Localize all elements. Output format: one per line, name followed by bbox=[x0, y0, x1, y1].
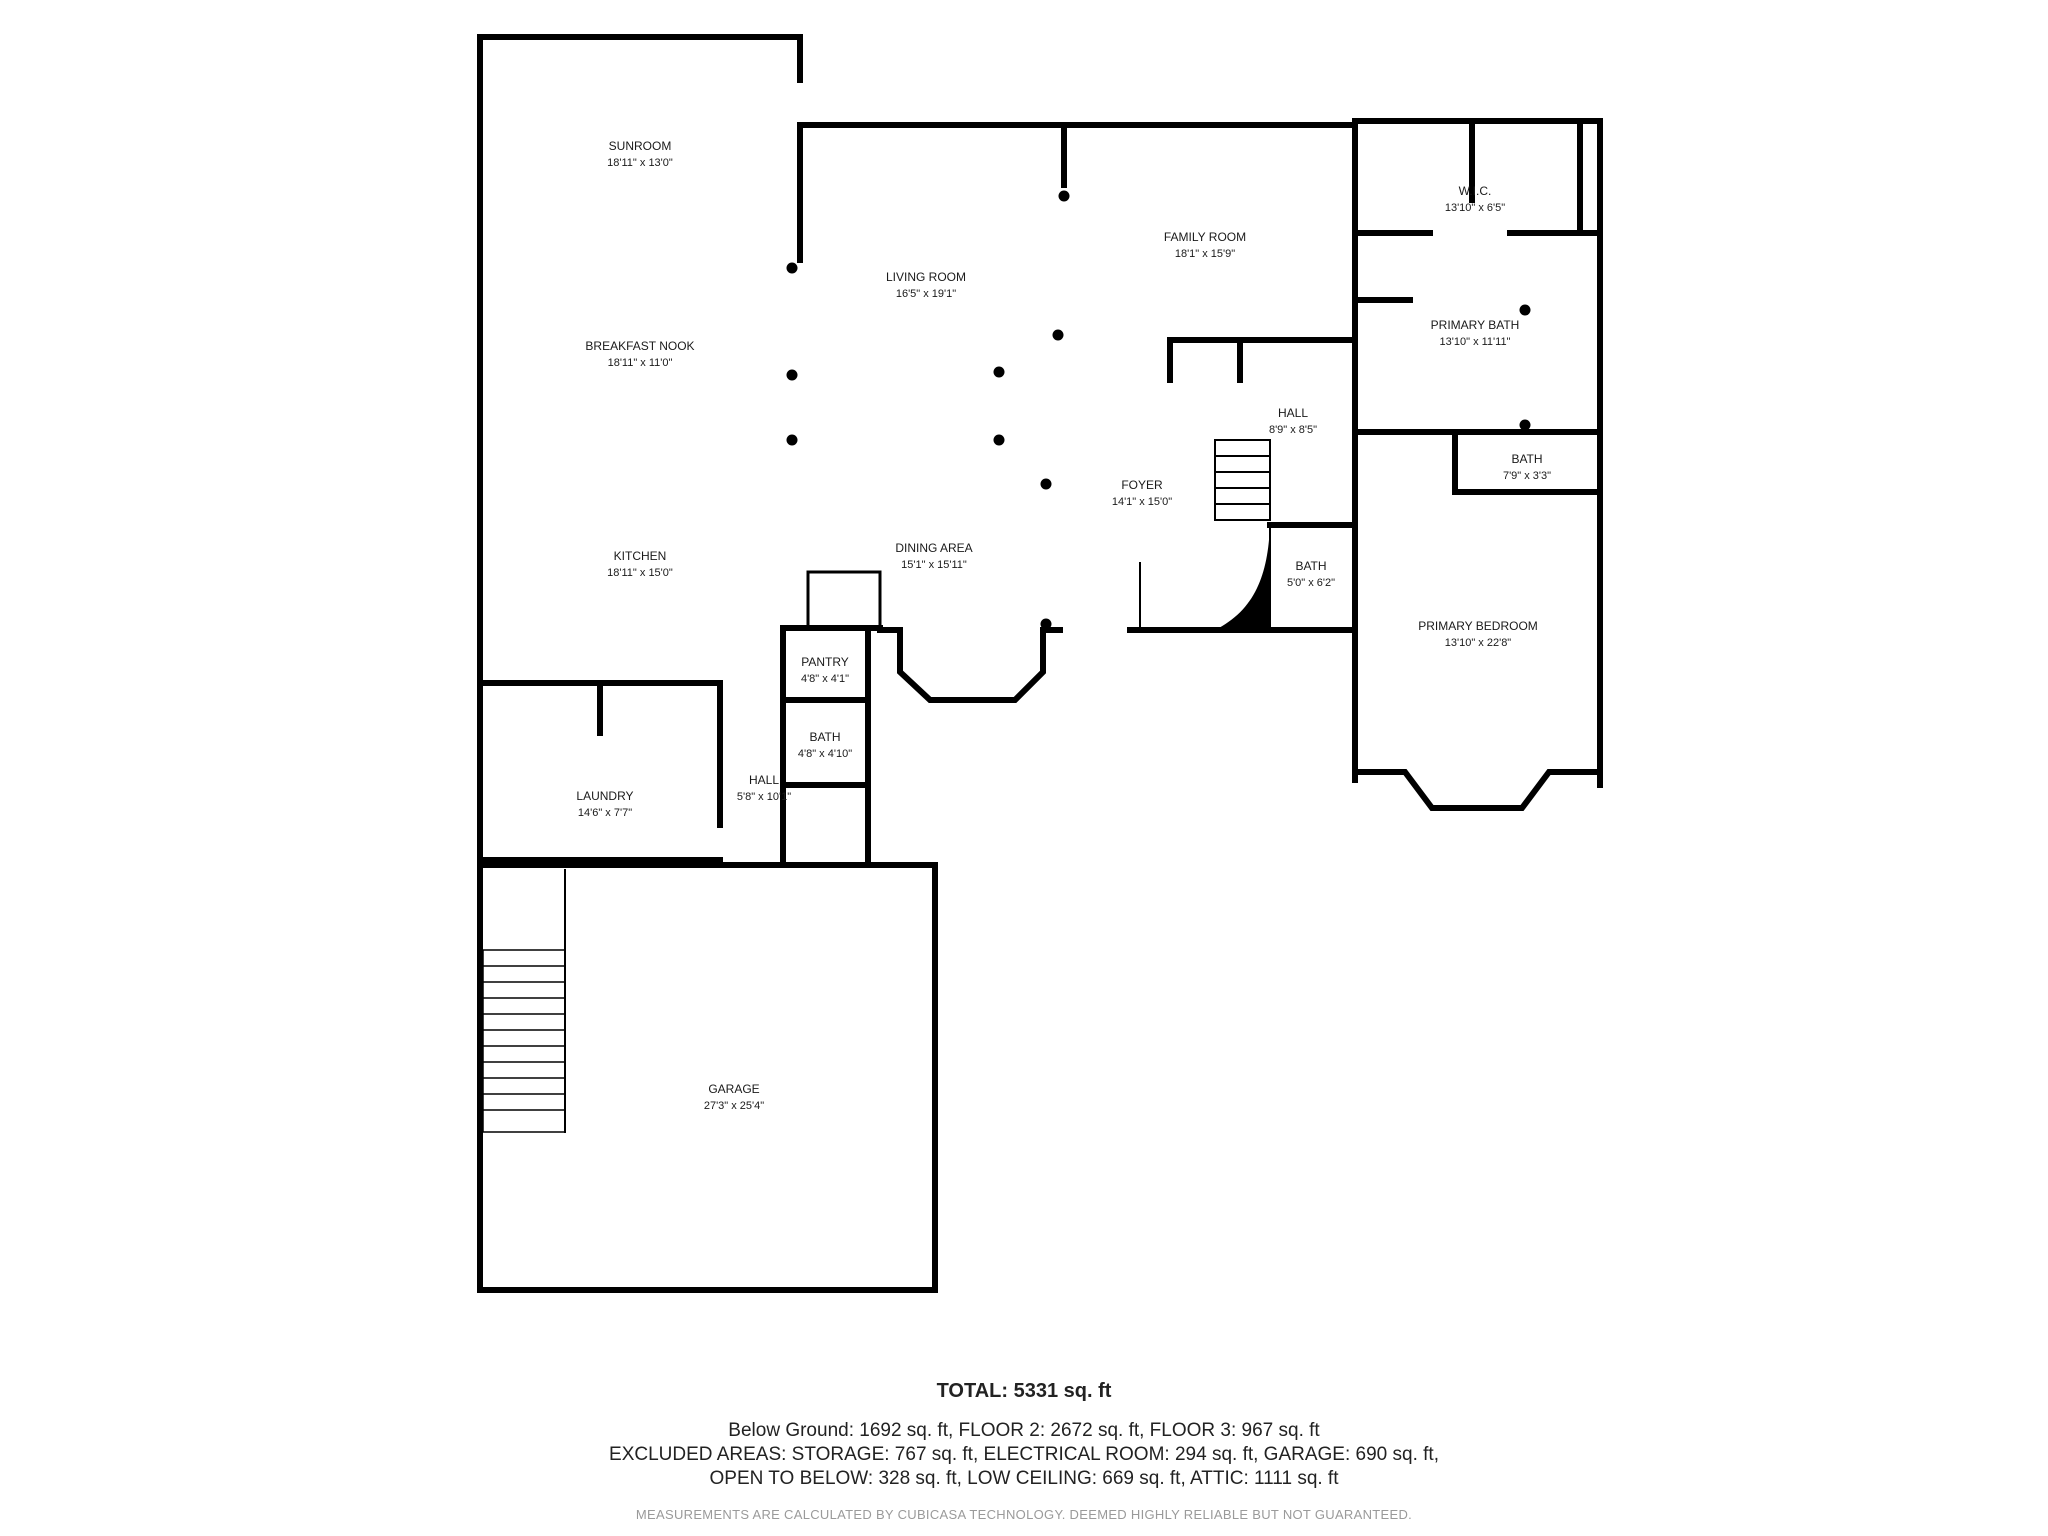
bath-hall-dims: 4'8" x 4'10" bbox=[798, 748, 852, 760]
primary-bedroom-dims: 13'10" x 22'8" bbox=[1445, 637, 1512, 649]
bath-small-name: BATH bbox=[1511, 452, 1542, 466]
kitchen-dims: 18'11" x 15'0" bbox=[607, 567, 673, 579]
foyer-name: FOYER bbox=[1121, 478, 1163, 492]
stair-landing bbox=[1215, 525, 1270, 630]
walls bbox=[477, 34, 1603, 1293]
breakfast-nook-name: BREAKFAST NOOK bbox=[585, 339, 694, 353]
wic-name: W.I.C. bbox=[1459, 184, 1492, 198]
bath-small-dims: 7'9" x 3'3" bbox=[1503, 470, 1551, 482]
primary-bath-dims: 13'10" x 11'11" bbox=[1440, 336, 1511, 348]
family-room-name: FAMILY ROOM bbox=[1164, 230, 1246, 244]
laundry-name: LAUNDRY bbox=[576, 789, 633, 803]
pantry-name: PANTRY bbox=[801, 655, 849, 669]
disclaimer: MEASUREMENTS ARE CALCULATED BY CUBICASA … bbox=[635, 1507, 1413, 1522]
sunroom-name: SUNROOM bbox=[609, 139, 672, 153]
area-breakdown-line-2: EXCLUDED AREAS: STORAGE: 767 sq. ft, ELE… bbox=[609, 1444, 1439, 1465]
kitchen-name: KITCHEN bbox=[614, 549, 667, 563]
hall-upper-name: HALL bbox=[1278, 406, 1308, 420]
primary-bedroom-name: PRIMARY BEDROOM bbox=[1418, 619, 1538, 633]
living-room-name: LIVING ROOM bbox=[886, 270, 966, 284]
family-room-dims: 18'1" x 15'9" bbox=[1175, 248, 1235, 260]
wic-dims: 13'10" x 6'5" bbox=[1445, 202, 1505, 214]
pantry-dims: 4'8" x 4'1" bbox=[801, 673, 849, 685]
bath-foyer-name: BATH bbox=[1295, 559, 1326, 573]
bath-foyer-dims: 5'0" x 6'2" bbox=[1287, 577, 1335, 589]
total-area: TOTAL: 5331 sq. ft bbox=[936, 1380, 1112, 1402]
dining-area-dims: 15'1" x 15'11" bbox=[901, 559, 967, 571]
garage-dims: 27'3" x 25'4" bbox=[704, 1100, 764, 1112]
hall-upper-dims: 8'9" x 8'5" bbox=[1269, 424, 1317, 436]
living-room-dims: 16'5" x 19'1" bbox=[896, 288, 956, 300]
hall-lower-dims: 5'8" x 10'1" bbox=[737, 791, 791, 803]
area-breakdown-line-1: Below Ground: 1692 sq. ft, FLOOR 2: 2672… bbox=[728, 1420, 1320, 1441]
foyer-dims: 14'1" x 15'0" bbox=[1112, 496, 1172, 508]
hall-lower-name: HALL bbox=[749, 773, 779, 787]
area-breakdown-line-3: OPEN TO BELOW: 328 sq. ft, LOW CEILING: … bbox=[709, 1468, 1339, 1489]
laundry-dims: 14'6" x 7'7" bbox=[578, 807, 632, 819]
sunroom-dims: 18'11" x 13'0" bbox=[607, 157, 673, 169]
garage-stairs bbox=[482, 949, 566, 1133]
bath-hall-name: BATH bbox=[809, 730, 840, 744]
breakfast-nook-dims: 18'11" x 11'0" bbox=[608, 357, 673, 369]
columns bbox=[786, 190, 1531, 630]
room-labels: SUNROOM 18'11" x 13'0" LIVING ROOM 16'5"… bbox=[576, 139, 1551, 1112]
primary-bath-name: PRIMARY BATH bbox=[1431, 318, 1520, 332]
dining-area-name: DINING AREA bbox=[895, 541, 972, 555]
garage-name: GARAGE bbox=[708, 1082, 759, 1096]
